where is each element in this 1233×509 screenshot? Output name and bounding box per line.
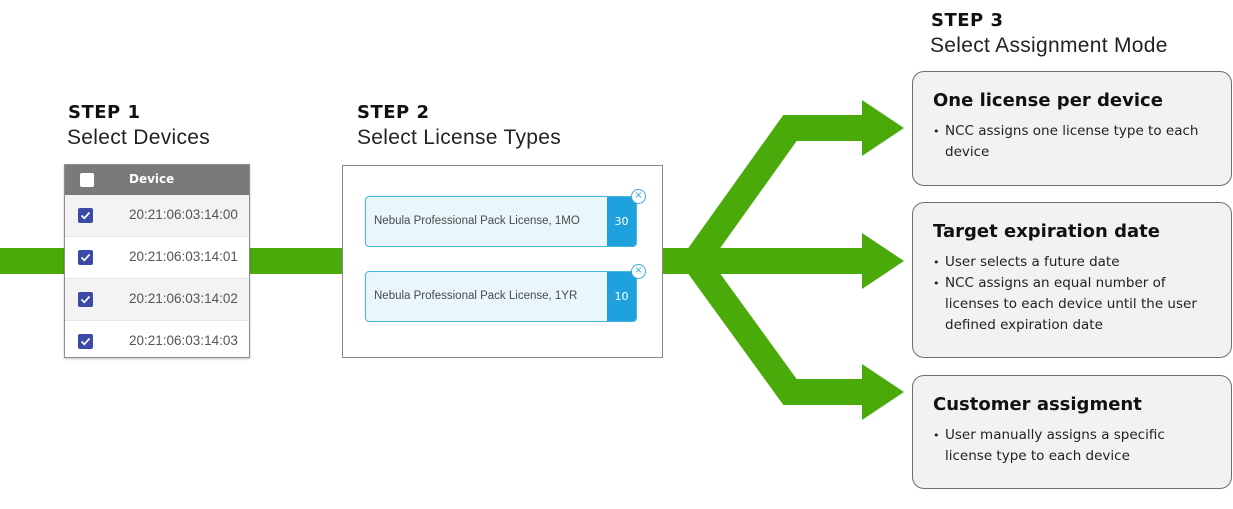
branch-arrow-top [684,115,866,269]
remove-license-icon[interactable]: × [631,189,646,204]
mode-one-license-per-device[interactable]: One license per device NCC assigns one l… [912,71,1232,186]
branch-arrows [684,115,866,405]
step1-title: Select Devices [67,126,211,149]
mode-bullets: User selects a future date NCC assigns a… [933,252,1211,336]
device-table: Device 20:21:06:03:14:00 20:21:06:03:14:… [64,164,250,358]
mode-bullet: User selects a future date [933,252,1211,273]
table-row[interactable]: 20:21:06:03:14:00 [65,195,249,237]
step2-label: STEP 2 [357,102,430,123]
select-all-checkbox[interactable] [80,173,94,187]
mode-title: One license per device [933,90,1163,111]
device-id: 20:21:06:03:14:02 [129,291,238,306]
device-id: 20:21:06:03:14:01 [129,249,238,264]
license-item[interactable]: Nebula Professional Pack License, 1YR 10… [365,264,646,322]
license-panel: Nebula Professional Pack License, 1MO 30… [342,165,663,358]
mode-title: Customer assigment [933,394,1142,415]
input-line [0,248,66,274]
arrow-head-bottom [862,364,904,420]
license-count: 30 [607,197,636,246]
device-id: 20:21:06:03:14:00 [129,207,238,222]
mode-title: Target expiration date [933,221,1160,242]
license-count: 10 [607,272,636,321]
branch-arrow-bottom [684,253,866,405]
device-rows: 20:21:06:03:14:00 20:21:06:03:14:01 20:2… [65,195,249,362]
arrow-heads [862,100,904,420]
mode-bullet: User manually assigns a specific license… [933,425,1211,467]
step1-to-step2-line [250,248,343,274]
license-name: Nebula Professional Pack License, 1YR [374,290,578,302]
check-icon [80,295,91,304]
remove-license-icon[interactable]: × [631,264,646,279]
step3-title: Select Assignment Mode [930,34,1168,57]
device-id: 20:21:06:03:14:03 [129,333,238,348]
step1-label: STEP 1 [68,102,141,123]
arrow-head-middle [862,233,904,289]
mode-customer-assignment[interactable]: Customer assigment User manually assigns… [912,375,1232,489]
mode-target-expiration-date[interactable]: Target expiration date User selects a fu… [912,202,1232,358]
table-row[interactable]: 20:21:06:03:14:01 [65,237,249,279]
device-checkbox[interactable] [78,334,93,349]
device-checkbox[interactable] [78,292,93,307]
mode-bullets: User manually assigns a specific license… [933,425,1211,467]
device-checkbox[interactable] [78,250,93,265]
device-table-header: Device [65,165,249,195]
license-item[interactable]: Nebula Professional Pack License, 1MO 30… [365,189,646,247]
check-icon [80,211,91,220]
table-row[interactable]: 20:21:06:03:14:02 [65,279,249,321]
license-name: Nebula Professional Pack License, 1MO [374,215,580,227]
device-column-header: Device [129,172,175,186]
mode-bullet: NCC assigns one license type to each dev… [933,121,1211,163]
mode-bullets: NCC assigns one license type to each dev… [933,121,1211,163]
step2-title: Select License Types [357,126,562,149]
check-icon [80,253,91,262]
device-checkbox[interactable] [78,208,93,223]
table-row[interactable]: 20:21:06:03:14:03 [65,321,249,362]
arrow-head-top [862,100,904,156]
check-icon [80,337,91,346]
step3-label: STEP 3 [931,10,1004,31]
mode-bullet: NCC assigns an equal number of licenses … [933,273,1211,336]
